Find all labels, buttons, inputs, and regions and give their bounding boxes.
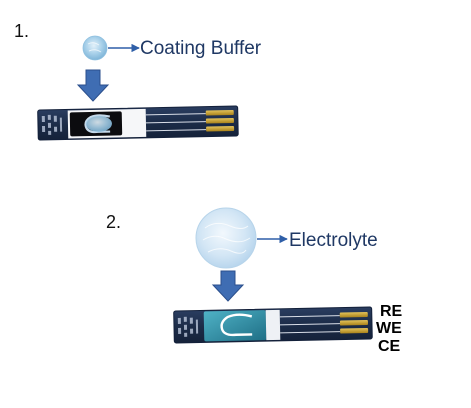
coating-drop bbox=[85, 115, 112, 132]
step-1-number: 1. bbox=[14, 21, 29, 41]
down-arrow-icon bbox=[211, 270, 245, 302]
sensor-window bbox=[265, 309, 281, 341]
sensor-strip bbox=[173, 306, 373, 344]
electrode-ring bbox=[84, 114, 111, 134]
electrode-label-ce: CE bbox=[378, 338, 401, 355]
gold-contacts bbox=[339, 312, 369, 334]
electrode-label-we: WE bbox=[376, 320, 402, 337]
coating-buffer-label: Coating Buffer bbox=[140, 38, 262, 59]
step-1: 1. Coating Buffer bbox=[14, 21, 262, 141]
strip-print-marks bbox=[177, 316, 199, 337]
electrolyte-label: Electrolyte bbox=[289, 230, 378, 251]
step-2: 2. Electrolyte bbox=[106, 207, 403, 355]
electrode-label-re: RE bbox=[380, 303, 403, 320]
sensor-strip bbox=[37, 105, 239, 141]
droplet-icon bbox=[82, 35, 108, 61]
electrode-ring bbox=[220, 313, 253, 337]
connection-traces bbox=[279, 315, 341, 334]
connection-traces bbox=[145, 113, 207, 132]
down-arrow-icon bbox=[76, 69, 110, 102]
gold-contacts bbox=[205, 110, 235, 132]
droplet-icon bbox=[195, 207, 257, 269]
strip-print-marks bbox=[41, 114, 63, 135]
step-2-number: 2. bbox=[106, 212, 121, 232]
